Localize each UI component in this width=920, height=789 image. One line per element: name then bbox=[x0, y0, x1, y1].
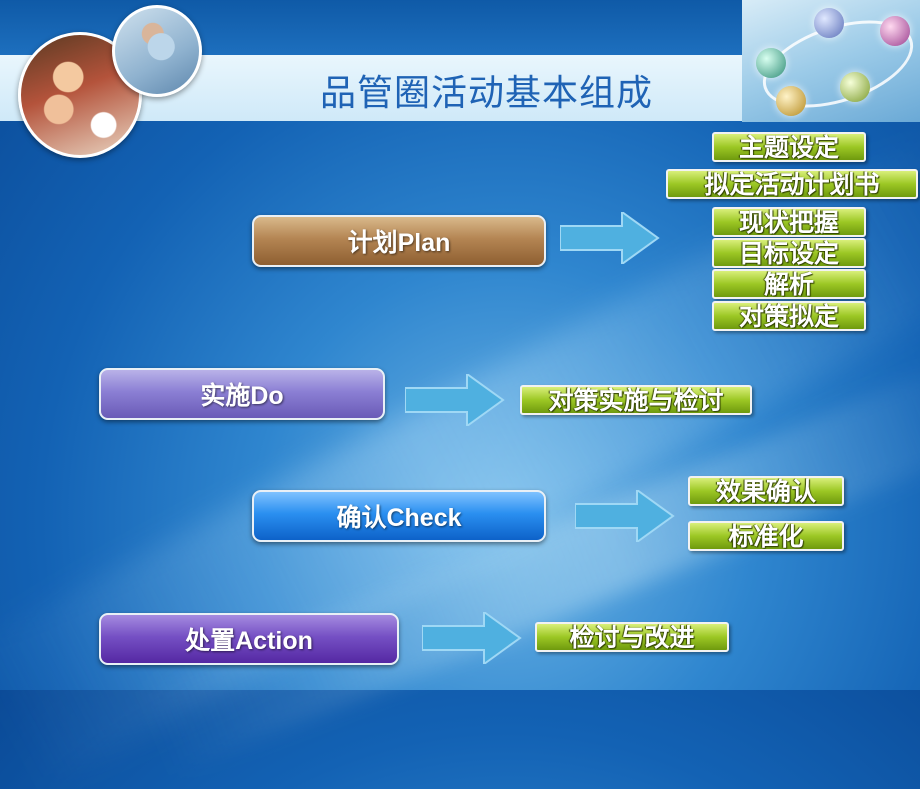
action-arrow-icon bbox=[422, 612, 522, 664]
check-arrow-icon bbox=[575, 490, 675, 542]
phase-do-box: 实施Do bbox=[99, 368, 385, 420]
plan-step-tag: 对策拟定 bbox=[712, 301, 866, 331]
plan-step-tag: 拟定活动计划书 bbox=[666, 169, 918, 199]
slide-title: 品管圈活动基本组成 bbox=[320, 73, 654, 114]
doctor-photo bbox=[112, 5, 202, 97]
check-step-tag: 标准化 bbox=[688, 521, 844, 551]
plan-step-tag: 解析 bbox=[712, 269, 866, 299]
cycle-orb bbox=[756, 48, 786, 78]
do-step-tag: 对策实施与检讨 bbox=[520, 385, 752, 415]
plan-arrow-icon bbox=[560, 212, 660, 264]
action-step-tag: 检讨与改进 bbox=[535, 622, 729, 652]
phase-action-box: 处置Action bbox=[99, 613, 399, 665]
do-arrow-icon bbox=[405, 374, 505, 426]
phase-check-box: 确认Check bbox=[252, 490, 546, 542]
phase-plan-box: 计划Plan bbox=[252, 215, 546, 267]
check-step-tag: 效果确认 bbox=[688, 476, 844, 506]
cycle-orb bbox=[880, 16, 910, 46]
cycle-orb bbox=[776, 86, 806, 116]
plan-step-tag: 主题设定 bbox=[712, 132, 866, 162]
cycle-orb bbox=[814, 8, 844, 38]
plan-step-tag: 目标设定 bbox=[712, 238, 866, 268]
cycle-orb bbox=[840, 72, 870, 102]
plan-step-tag: 现状把握 bbox=[712, 207, 866, 237]
pdca-cycle-graphic bbox=[742, 0, 920, 122]
